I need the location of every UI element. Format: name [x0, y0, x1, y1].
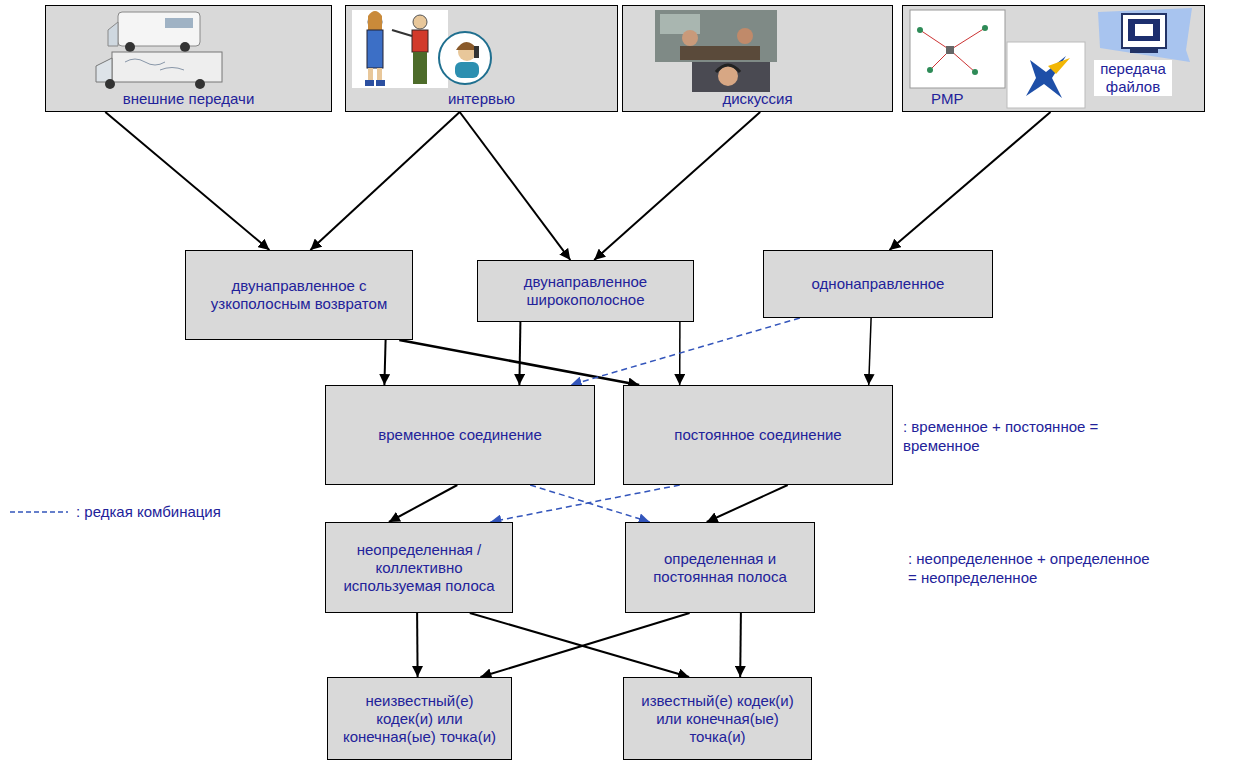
source-box: интервью	[345, 5, 618, 112]
process-box: неизвестный(е) кодек(и) или конечная(ые)…	[327, 677, 512, 760]
logo	[1007, 42, 1085, 108]
dashed-line-sample	[10, 507, 70, 517]
process-box: неопределенная / коллективно используема…	[325, 522, 513, 613]
dashed-arrow	[490, 485, 679, 522]
arrow	[481, 613, 690, 677]
rule-note: : неопределенное + определенное = неопре…	[908, 550, 1153, 588]
source-box: дискуссия	[622, 5, 893, 112]
node-label: двунаправленное с узкополосным возвратом	[196, 277, 402, 313]
source-box: внешние передачи	[45, 5, 332, 112]
network-map	[910, 10, 1005, 88]
arrow	[416, 613, 419, 677]
node-label: передача файлов	[1094, 60, 1172, 96]
node-label: известный(е) кодек(и) или конечная(ые) т…	[634, 692, 801, 746]
arrow	[384, 340, 385, 385]
arrow	[739, 613, 742, 677]
node-label: PMP	[931, 90, 964, 108]
node-label: временное соединение	[378, 426, 542, 444]
van-picture	[108, 12, 200, 52]
arrow	[519, 322, 520, 385]
truck-picture	[96, 52, 222, 89]
node-label: неопределенная / коллективно используема…	[336, 541, 502, 595]
box-ground	[622, 5, 893, 112]
arrow	[869, 318, 871, 385]
arrow	[594, 112, 760, 260]
process-box: двунаправленное широкополосное	[477, 260, 694, 322]
process-box: временное соединение	[325, 385, 595, 485]
process-box: постоянное соединение	[623, 385, 893, 485]
arrow	[470, 613, 689, 677]
rule-note: : временное + постоянное = временное	[903, 418, 1113, 456]
arrow	[460, 112, 571, 260]
box-ground	[345, 5, 618, 112]
node-label: внешние передачи	[123, 90, 255, 108]
node-label: неизвестный(е) кодек(и) или конечная(ые)…	[338, 692, 501, 746]
node-label: однонаправленное	[812, 275, 945, 293]
arrow	[890, 112, 1051, 250]
process-box: известный(е) кодек(и) или конечная(ые) т…	[623, 677, 812, 760]
arrow	[389, 485, 457, 522]
node-label: дискуссия	[722, 90, 792, 108]
arrow	[310, 112, 459, 250]
node-label: определенная и постоянная полоса	[636, 550, 804, 586]
interview-picture	[352, 10, 491, 88]
node-label: постоянное соединение	[674, 426, 841, 444]
computer-icon	[1098, 8, 1192, 62]
source-box: PMP передача файлов	[902, 5, 1205, 112]
node-label: интервью	[448, 90, 515, 108]
process-box: определенная и постоянная полоса	[625, 522, 815, 613]
box-ground	[902, 5, 1205, 112]
dashed-arrow	[571, 318, 800, 385]
studio-photo	[655, 10, 777, 92]
legend-text: : редкая комбинация	[76, 503, 221, 521]
arrow	[105, 112, 269, 250]
legend-entry: : редкая комбинация	[10, 503, 221, 521]
process-box: двунаправленное с узкополосным возвратом	[185, 250, 413, 340]
dashed-arrow	[530, 485, 650, 522]
node-label: двунаправленное широкополосное	[488, 273, 683, 309]
box-ground	[45, 5, 332, 112]
process-box: однонаправленное	[763, 250, 993, 318]
arrow	[707, 485, 788, 522]
